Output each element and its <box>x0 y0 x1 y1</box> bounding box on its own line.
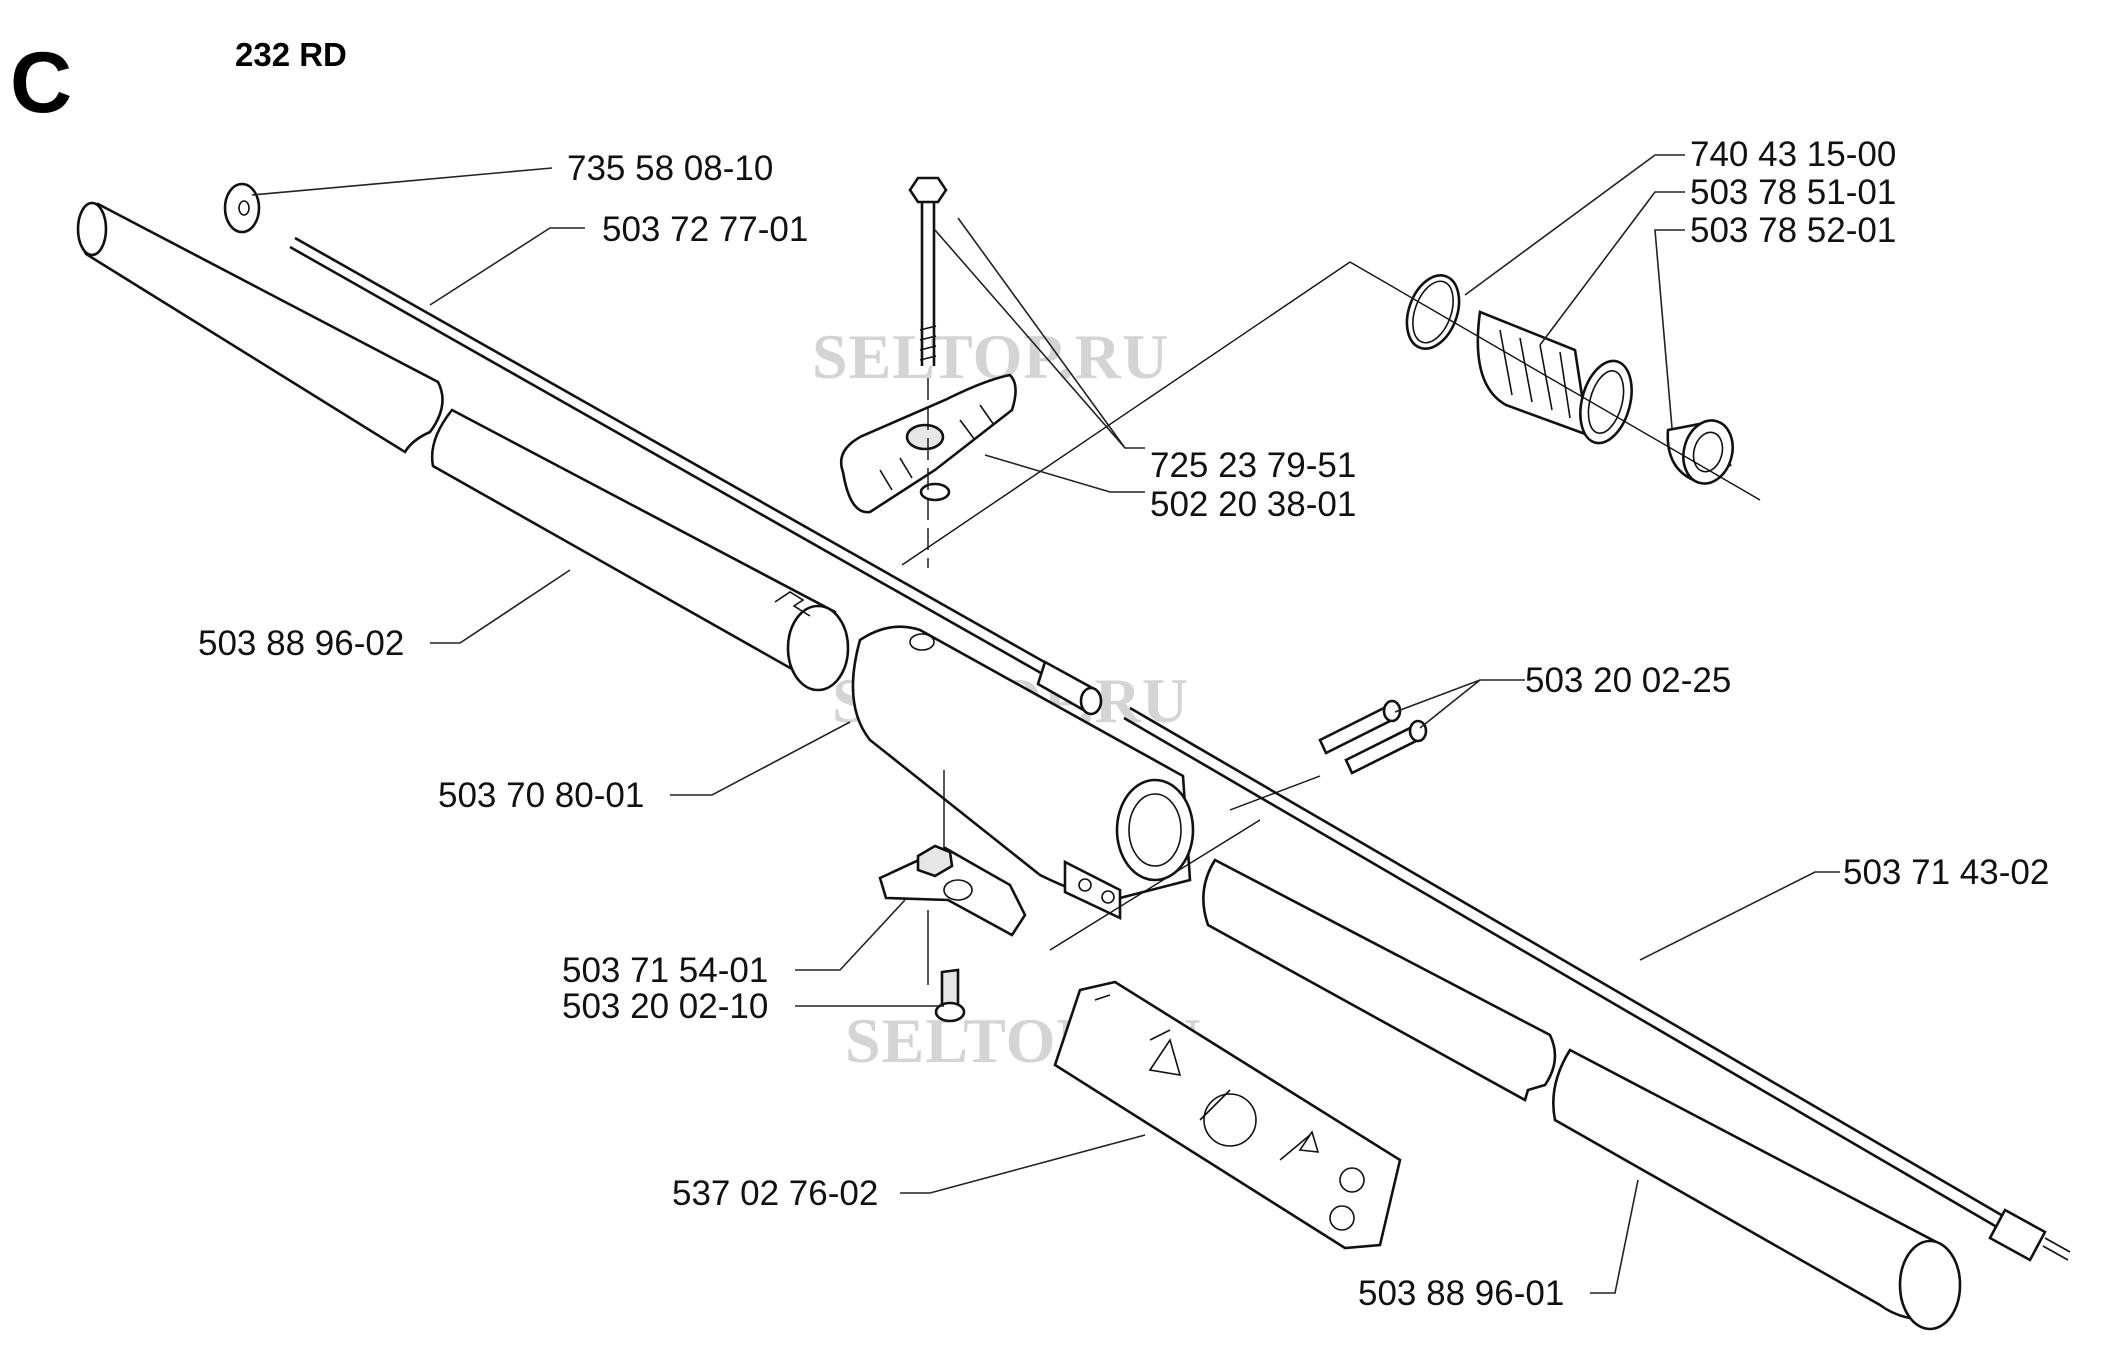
washer-part <box>223 182 261 234</box>
label-coupling-clamp: 503 70 80-01 <box>438 776 644 815</box>
label-bolt: 725 23 79-51 <box>1150 446 1356 485</box>
label-coupling-nut: 503 78 52-01 <box>1690 211 1896 250</box>
part-labels: 735 58 08-10 503 72 77-01 725 23 79-51 5… <box>198 135 2049 1313</box>
coupling-nut-part <box>1666 419 1734 485</box>
lower-drive-shaft <box>1123 706 2071 1262</box>
clamp-housing <box>851 625 1195 921</box>
bolt-part <box>908 176 948 366</box>
o-ring-part <box>1405 274 1461 350</box>
upper-tube <box>76 201 850 692</box>
label-o-ring: 740 43 15-00 <box>1690 135 1896 174</box>
label-washer: 735 58 08-10 <box>567 149 773 188</box>
label-drive-shaft-lower: 503 71 43-02 <box>1843 853 2049 892</box>
label-bushing: 503 78 51-01 <box>1690 173 1896 212</box>
lower-tube <box>1202 858 1962 1331</box>
label-screws-pair: 503 20 02-25 <box>1525 661 1731 700</box>
upper-drive-shaft <box>289 236 1103 716</box>
assembly-axis-lines <box>901 261 1761 985</box>
label-screw-small: 503 20 02-10 <box>562 987 768 1026</box>
bracket-part <box>878 844 1027 937</box>
label-bracket: 503 71 54-01 <box>562 951 768 990</box>
label-drive-shaft-upper: 503 72 77-01 <box>602 210 808 249</box>
small-screw-part <box>934 968 966 1023</box>
label-tube-lower: 503 88 96-01 <box>1358 1274 1564 1313</box>
leader-lines <box>251 154 1840 1294</box>
label-decal: 537 02 76-02 <box>672 1174 878 1213</box>
bushing-part <box>1476 310 1633 445</box>
label-wing-knob: 502 20 38-01 <box>1150 485 1356 524</box>
section-letter: C <box>10 35 72 131</box>
screws-pair-part <box>1318 699 1428 775</box>
decal-part <box>1053 980 1402 1250</box>
label-tube-upper: 503 88 96-02 <box>198 624 404 663</box>
model-title: 232 RD <box>235 36 347 73</box>
